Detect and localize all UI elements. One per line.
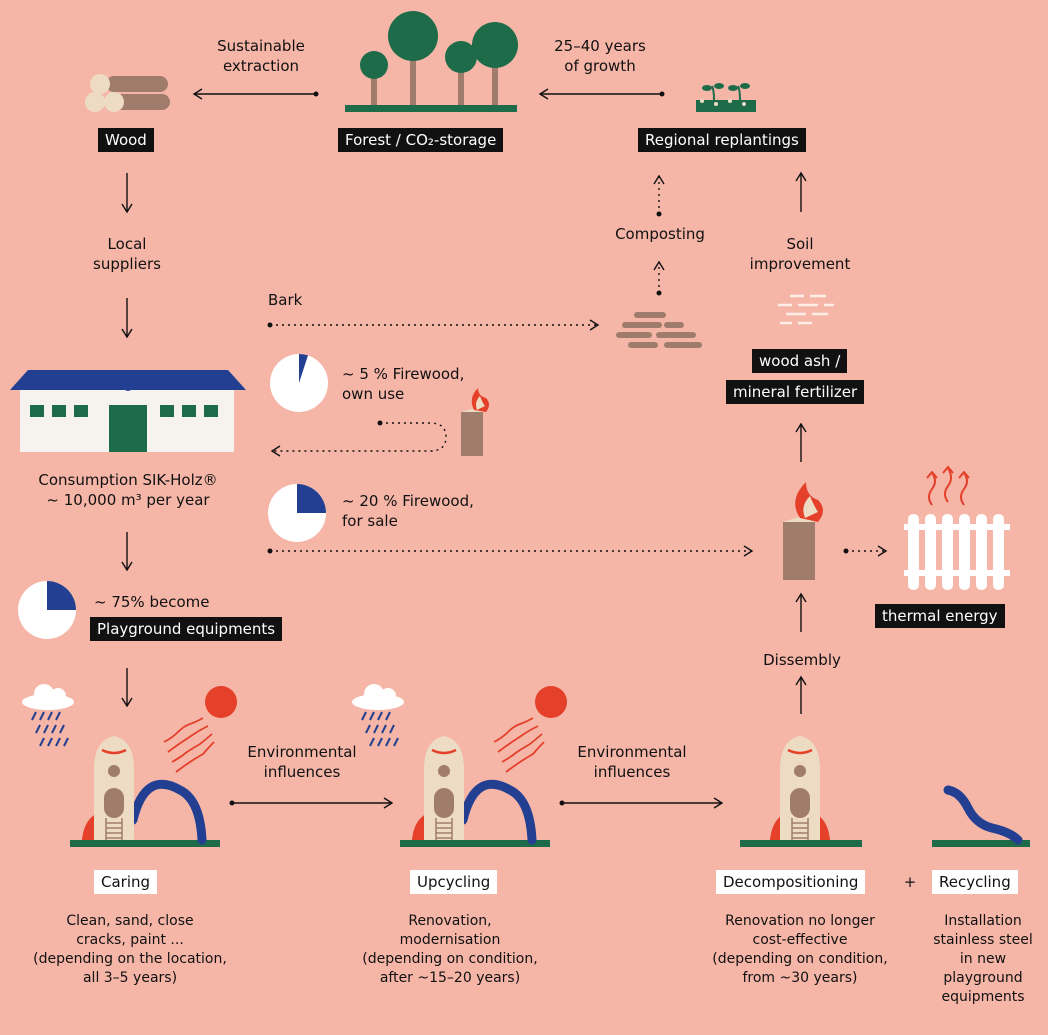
- forest-icon: [345, 11, 518, 112]
- plus-sign: +: [903, 873, 917, 891]
- sustainable-line-1: Sustainable: [217, 37, 305, 55]
- bark-text: Bark: [268, 291, 303, 309]
- consumption-line-1: Consumption SIK-Holz®: [38, 471, 218, 489]
- seedlings-icon: [696, 83, 756, 112]
- rain-cloud-icon-2: [352, 684, 404, 747]
- decomp-description: Renovation no longer cost-effective (dep…: [690, 912, 910, 988]
- decomp-desc-line-3: (depending on condition,: [712, 951, 888, 967]
- arrow-to-thermal: [843, 545, 888, 557]
- thermal-label: thermal energy: [875, 604, 1005, 628]
- decompositioning-label: Decompositioning: [716, 870, 866, 894]
- pie-playground: [18, 581, 76, 639]
- soil-text: Soil improvement: [740, 234, 860, 274]
- replantings-label: Regional replantings: [638, 128, 806, 152]
- env-1-line-1: Environmental: [247, 743, 357, 761]
- rocket-playground-caring: [70, 736, 220, 847]
- arrow-up-composting: [653, 174, 665, 217]
- caring-desc-line-2: cracks, paint ...: [76, 932, 184, 948]
- ash-label-1: wood ash /: [752, 349, 848, 373]
- arrow-replant-to-forest: [538, 88, 665, 100]
- rain-cloud-icon-1: [22, 684, 74, 747]
- caring-desc-line-1: Clean, sand, close: [66, 913, 194, 929]
- arrow-bark: [267, 319, 600, 331]
- consumption-text: Consumption SIK-Holz® ~ 10,000 m³ per ye…: [14, 470, 242, 510]
- local-suppliers-text: Local suppliers: [77, 234, 177, 274]
- firewood-own-line-1: ~ 5 % Firewood,: [342, 365, 465, 383]
- arrow-firewood-sale: [267, 545, 754, 557]
- env-1-line-2: influences: [263, 763, 341, 781]
- caring-label: Caring: [94, 870, 158, 894]
- bark-pile-icon: [616, 312, 702, 348]
- factory-icon: [10, 370, 246, 452]
- wood-label: Wood: [98, 128, 154, 152]
- decomp-desc-line-2: cost-effective: [752, 932, 848, 948]
- growth-line-1: 25–40 years: [554, 37, 646, 55]
- forest-label: Forest / CO₂-storage: [338, 128, 504, 152]
- dissembly-text: Dissembly: [763, 651, 841, 669]
- decomp-desc-line-4: from ~30 years): [742, 970, 858, 986]
- sustainable-extraction-text: Sustainable extraction: [200, 36, 322, 76]
- arrow-upcycling-to-decomp: [559, 797, 724, 809]
- upcycling-desc-line-4: after ~15–20 years): [379, 970, 521, 986]
- env-2-line-2: influences: [593, 763, 671, 781]
- recycling-desc-line-1: Installation: [944, 913, 1022, 929]
- caring-desc-line-3: (depending on the location,: [33, 951, 227, 967]
- caring-description: Clean, sand, close cracks, paint ... (de…: [2, 912, 258, 988]
- arrow-firewood-own-loop: [270, 420, 447, 457]
- firewood-sale-line-1: ~ 20 % Firewood,: [342, 492, 474, 510]
- upcycling-label: Upcycling: [410, 870, 498, 894]
- growth-line-2: of growth: [564, 57, 636, 75]
- sustainable-line-2: extraction: [222, 57, 300, 75]
- recycling-desc-line-4: playground: [943, 970, 1023, 986]
- arrow-up-compost-2: [653, 260, 665, 296]
- firewood-own-text: ~ 5 % Firewood, own use: [342, 364, 464, 404]
- pie-firewood-sale: [268, 484, 326, 542]
- recycling-desc-line-2: stainless steel: [933, 932, 1033, 948]
- env-influences-2: Environmental influences: [562, 742, 702, 782]
- pie-firewood-own: [270, 353, 328, 412]
- env-2-line-1: Environmental: [577, 743, 687, 761]
- firewood-sale-text: ~ 20 % Firewood, for sale: [342, 491, 474, 531]
- slide-recycling-icon: [932, 785, 1030, 847]
- upcycling-desc-line-2: modernisation: [399, 932, 501, 948]
- recycling-label: Recycling: [932, 870, 1018, 894]
- local-suppliers-line-1: Local: [107, 235, 147, 253]
- become-text: ~ 75% become: [94, 593, 210, 611]
- consumption-line-2: ~ 10,000 m³ per year: [46, 491, 210, 509]
- sun-icon-1: [163, 686, 237, 773]
- ash-label-2: mineral fertilizer: [726, 380, 865, 404]
- small-fire-log-icon: [461, 388, 489, 456]
- rocket-playground-decomp: [740, 736, 862, 847]
- caring-desc-line-4: all 3–5 years): [82, 970, 178, 986]
- local-suppliers-line-2: suppliers: [93, 255, 161, 273]
- playground-label: Playground equipments: [90, 617, 283, 641]
- rocket-playground-upcycling: [400, 736, 550, 847]
- env-influences-1: Environmental influences: [232, 742, 372, 782]
- upcycling-description: Renovation, modernisation (depending on …: [340, 912, 560, 988]
- big-fire-log-icon: [783, 482, 823, 580]
- ash-dashes-icon: [778, 294, 834, 325]
- upcycling-desc-line-3: (depending on condition,: [362, 951, 538, 967]
- recycling-desc-line-3: in new: [959, 951, 1007, 967]
- arrow-forest-to-wood: [192, 88, 319, 100]
- arrow-caring-to-upcycling: [229, 797, 394, 809]
- recycling-description: Installation stainless steel in new play…: [922, 912, 1044, 1007]
- decomp-desc-line-1: Renovation no longer: [725, 913, 875, 929]
- composting-text: Composting: [615, 225, 705, 243]
- soil-line-2: improvement: [749, 255, 851, 273]
- radiator-icon: [904, 465, 1010, 590]
- firewood-sale-line-2: for sale: [342, 512, 398, 530]
- recycling-desc-line-5: equipments: [941, 989, 1025, 1005]
- soil-line-1: Soil: [786, 235, 814, 253]
- sun-icon-2: [493, 686, 567, 773]
- firewood-own-line-2: own use: [342, 385, 405, 403]
- logs-icon: [85, 74, 170, 112]
- growth-text: 25–40 years of growth: [540, 36, 660, 76]
- upcycling-desc-line-1: Renovation,: [408, 913, 492, 929]
